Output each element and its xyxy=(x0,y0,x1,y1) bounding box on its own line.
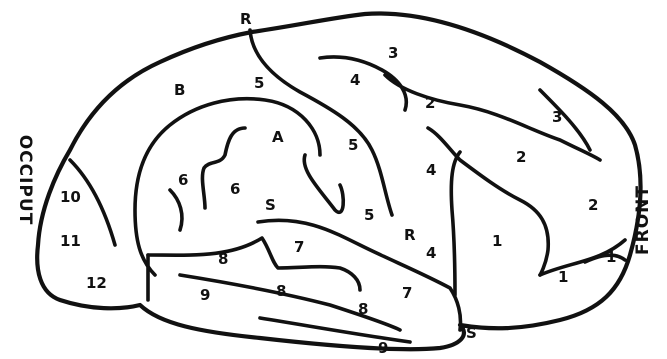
region-2b: 2 xyxy=(516,148,526,166)
front-label: FRONT xyxy=(633,185,653,255)
region-7b: 7 xyxy=(402,284,412,302)
angular-arc-inner xyxy=(302,153,346,215)
region-8b: 8 xyxy=(276,282,286,300)
region-7a: 7 xyxy=(294,238,304,256)
region-1c: 1 xyxy=(606,248,616,266)
region-4c: 4 xyxy=(426,244,436,262)
region-2c: 2 xyxy=(588,196,598,214)
region-8a: 8 xyxy=(218,250,228,268)
occiput-label: OCCIPUT xyxy=(15,135,35,226)
superior-frontal-branch xyxy=(318,55,408,112)
region-6b: 6 xyxy=(230,180,240,198)
region-10: 10 xyxy=(60,188,81,206)
temporal-base-sulcus xyxy=(258,316,412,344)
label-B: B xyxy=(174,81,185,99)
region-4b: 4 xyxy=(426,161,436,179)
sylvian-fissure xyxy=(256,218,463,332)
region-5a: 5 xyxy=(254,74,264,92)
label-S-mid: S xyxy=(265,196,276,214)
label-R-mid: R xyxy=(404,226,416,244)
region-1b: 1 xyxy=(558,268,568,286)
region-9b: 9 xyxy=(378,339,388,357)
region-11: 11 xyxy=(60,232,81,250)
frontal-sulcus-upper xyxy=(383,73,602,162)
label-R-top: R xyxy=(240,10,252,28)
region-6-branch xyxy=(168,188,184,232)
region-5b: 5 xyxy=(348,136,358,154)
occipital-sulcus xyxy=(68,158,117,247)
frontal-sulcus-lower xyxy=(426,126,551,277)
angular-arc xyxy=(200,126,247,210)
region-12: 12 xyxy=(86,274,107,292)
label-A: A xyxy=(272,128,284,146)
region-5c: 5 xyxy=(364,206,374,224)
frontal-branch-1 xyxy=(538,88,592,152)
region-9a: 9 xyxy=(200,286,210,304)
precentral-sulcus xyxy=(449,150,462,297)
inferior-temporal-sulcus xyxy=(178,273,402,332)
region-3b: 3 xyxy=(552,108,562,126)
region-4a: 4 xyxy=(350,71,360,89)
brain-outline xyxy=(35,11,643,352)
region-3a: 3 xyxy=(388,44,398,62)
parietal-arc xyxy=(133,96,322,277)
rolandic-fissure xyxy=(248,28,394,217)
region-1a: 1 xyxy=(492,232,502,250)
region-6a: 6 xyxy=(178,171,188,189)
temporal-sulcus xyxy=(146,236,362,292)
label-S-low: S xyxy=(466,324,477,342)
region-8c: 8 xyxy=(358,300,368,318)
frontal-branch-2 xyxy=(583,253,627,264)
region-2a: 2 xyxy=(425,94,435,112)
